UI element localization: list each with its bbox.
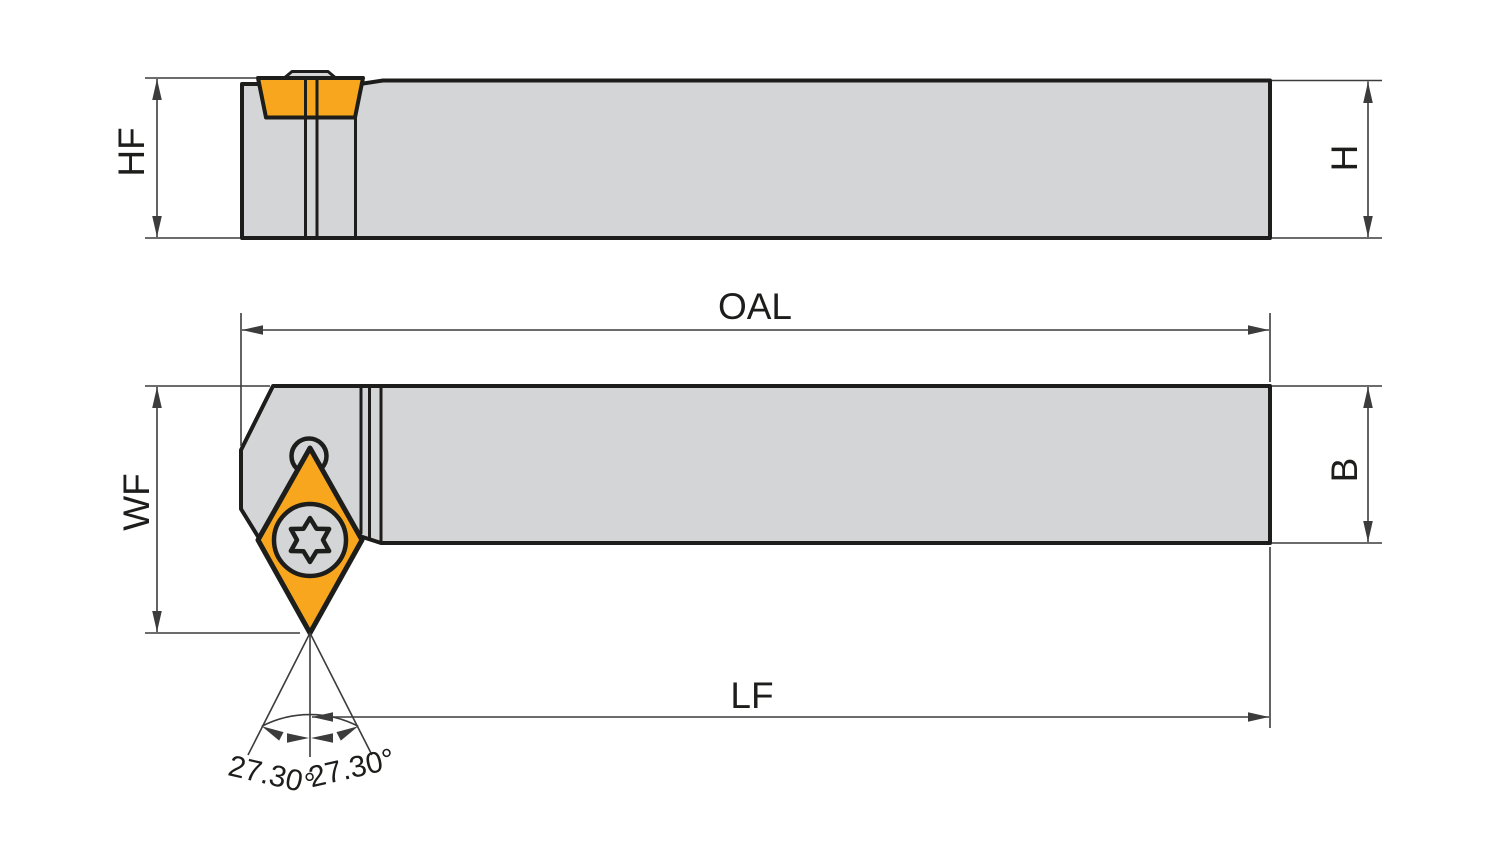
arrowhead [311,733,333,743]
arrowhead [242,325,263,335]
angle-label-right: 27.30° [306,743,398,795]
arrowhead [1363,521,1373,542]
torx-socket-icon [288,515,332,565]
side-view-insert [256,76,365,120]
side-view-shank [240,78,1272,240]
oal-label: OAL [718,286,792,327]
h-label: H [1324,145,1365,172]
angle-leg-left [247,632,311,756]
arrowhead [1248,712,1269,722]
arrowhead [1363,387,1373,408]
h-dimension: H [1272,79,1382,239]
arrowhead [152,611,162,632]
wf-label: WF [116,473,157,531]
arrowhead [312,712,333,722]
arrowhead [336,726,359,741]
oal-dimension: OAL [240,286,1271,446]
arrowhead [1248,325,1269,335]
wf-dimension: WF [116,385,300,634]
b-dimension: B [1272,385,1382,544]
hf-label: HF [111,127,152,176]
arrowhead [1363,216,1373,237]
top-view-body [239,384,1272,623]
lf-dimension: LF [309,547,1271,757]
angle-label-left: 27.30° [225,750,317,802]
arrowhead [152,79,162,100]
b-label: B [1324,458,1365,483]
arrowhead [287,733,309,743]
lf-label: LF [730,675,773,716]
top-view [239,384,1272,636]
arrowhead [1363,82,1373,103]
arrowhead [152,216,162,237]
angle-leg-right [309,632,373,756]
side-view [240,70,1272,240]
hf-dimension: HF [111,77,256,239]
arrowhead [152,387,162,408]
arrowhead [261,726,284,741]
angle-arc [261,713,359,728]
